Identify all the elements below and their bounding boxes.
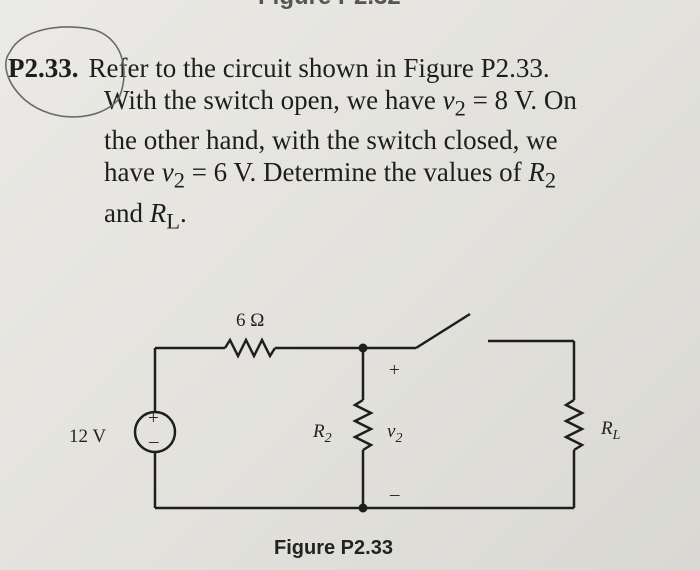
previous-figure-caption: Figure P2.32 bbox=[258, 0, 401, 11]
voltage-source-circle bbox=[133, 410, 177, 454]
resistor-r2-zigzag bbox=[352, 398, 374, 452]
source-minus-sign: – bbox=[148, 431, 159, 452]
resistor-rl-zigzag bbox=[563, 398, 585, 452]
problem-line-5: and RL. bbox=[104, 197, 187, 234]
r1-label: 6 Ω bbox=[236, 310, 264, 331]
v2-label: v2 bbox=[387, 421, 402, 446]
node-bottom bbox=[358, 503, 368, 513]
problem-line-4: have v2 = 6 V. Determine the values of R… bbox=[104, 157, 557, 193]
problem-number: P2.33. bbox=[8, 53, 79, 83]
handwritten-circle-mark bbox=[5, 26, 125, 118]
source-voltage-label: 12 V bbox=[69, 426, 106, 447]
r2-label: R2 bbox=[312, 421, 332, 446]
problem-line-2: With the switch open, we have v2 = 8 V. … bbox=[104, 85, 577, 121]
problem-line-3: the other hand, with the switch closed, … bbox=[104, 125, 558, 156]
node-top bbox=[358, 343, 368, 353]
resistor-6ohm-zigzag bbox=[223, 337, 277, 359]
v2-minus-sign: – bbox=[389, 484, 400, 505]
problem-line-1: P2.33.Refer to the circuit shown in Figu… bbox=[8, 53, 550, 83]
problem-statement: P2.33.Refer to the circuit shown in Figu… bbox=[8, 52, 698, 237]
v2-plus-sign: + bbox=[389, 360, 400, 381]
source-plus-sign: + bbox=[148, 408, 159, 429]
switch-blade bbox=[415, 312, 471, 350]
figure-caption: Figure P2.33 bbox=[274, 537, 393, 559]
rl-label: RL bbox=[600, 418, 621, 443]
